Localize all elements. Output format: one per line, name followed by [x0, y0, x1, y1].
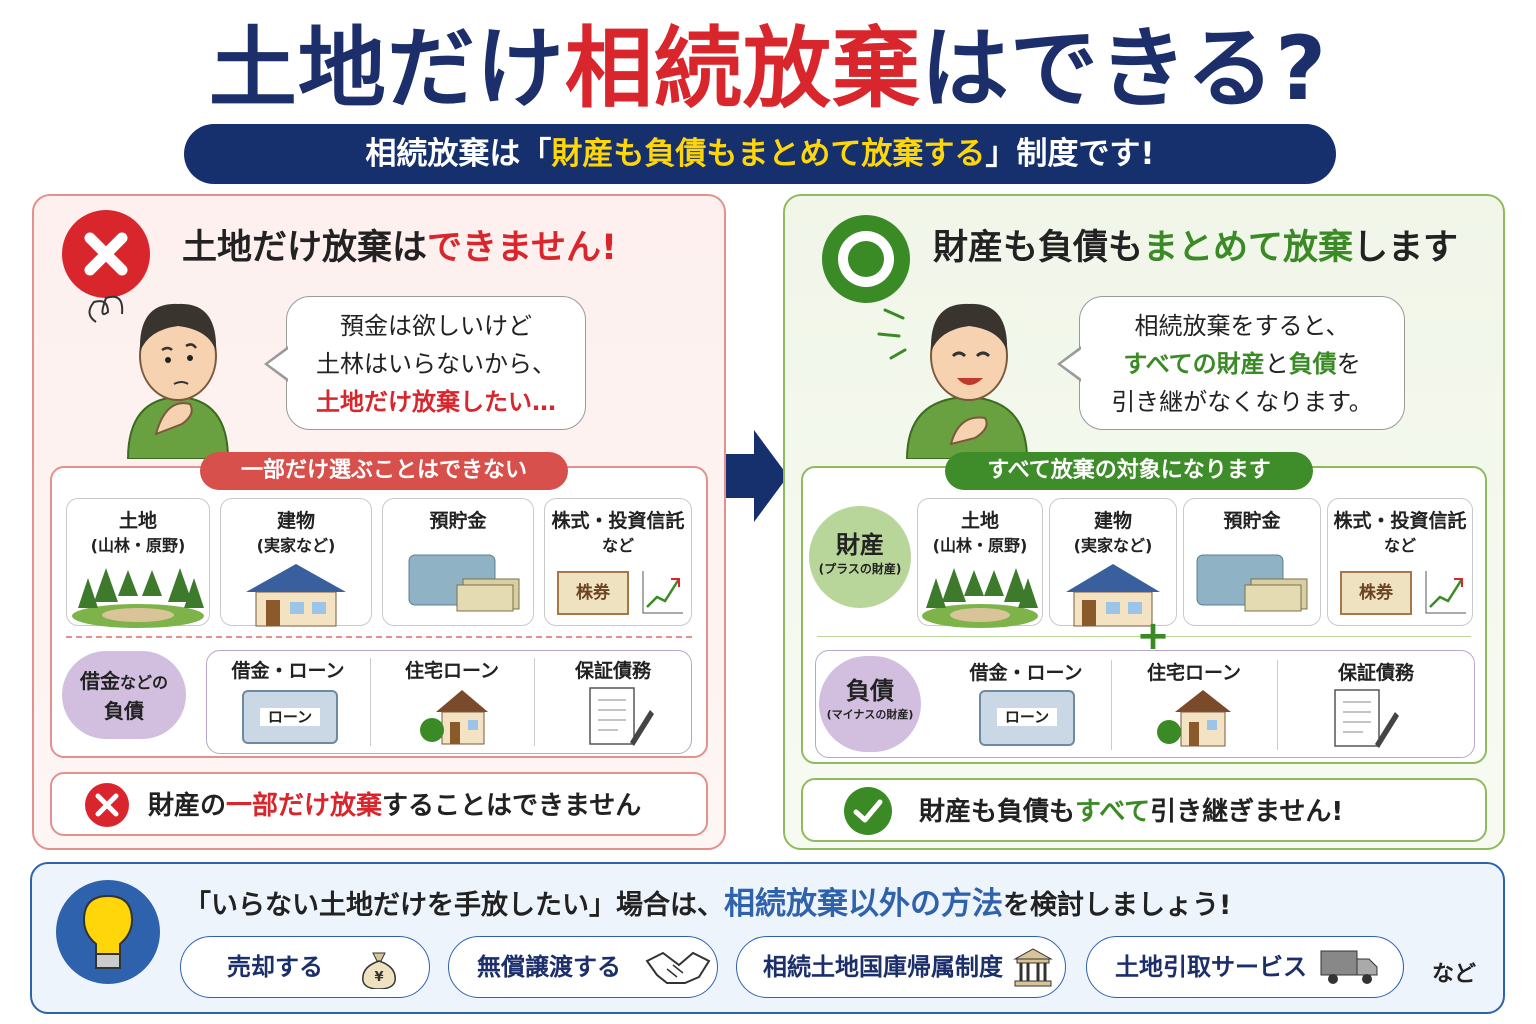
forest-icon [72, 568, 204, 628]
document-pen-icon [1334, 689, 1399, 748]
house-icon [246, 564, 346, 627]
stock-certificate: 株券 [557, 571, 629, 615]
mortgage-house-icon [420, 690, 488, 745]
divider [66, 636, 692, 638]
check-circle-icon [844, 787, 892, 835]
right-pill: すべて放棄の対象になります [945, 452, 1313, 490]
forest-icon [922, 568, 1038, 628]
subtitle-banner: 相続放棄は「財産も負債もまとめて放棄する」制度です! [184, 124, 1336, 184]
cross-icon [62, 210, 150, 298]
document-pen-icon [589, 687, 654, 746]
smiling-man-illustration [877, 303, 1029, 459]
handshake-icon [645, 951, 711, 984]
debt-label-circle: 負債 (マイナスの財産) [819, 656, 921, 752]
debt-guarantee-label: 保証債務 [574, 660, 651, 682]
option-free-transfer[interactable]: 無償譲渡する [448, 936, 718, 998]
loan-card-icon: ローン [242, 690, 338, 744]
right-speech-bubble: 相続放棄をすると、 すべての財産と負債を 引き継がなくなります。 [1079, 296, 1405, 430]
page-title: 土地だけ相続放棄はできる? [208, 17, 1328, 120]
left-heading: 土地だけ放棄はできません! [182, 228, 617, 268]
bankcard-cash-icon [408, 554, 520, 612]
debt-mortgage-label: 住宅ローン [404, 660, 500, 682]
stock-certificate: 株券 [1340, 571, 1412, 615]
svg-text:¥: ¥ [374, 970, 383, 985]
right-heading: 財産も負債もまとめて放棄します [933, 228, 1459, 268]
etc-label: など [1432, 962, 1477, 987]
asset-card-land: 土地(山林・原野) [66, 498, 210, 628]
debt-guarantee-label: 保証債務 [1337, 662, 1414, 684]
right-result-bar: 財産も負債もすべて引き継ぎません! [801, 778, 1487, 842]
bottom-tip-panel: 「いらない土地だけを手放したい」場合は、相続放棄以外の方法を検討しましょう! 売… [30, 862, 1505, 1014]
worried-man-illustration [88, 295, 230, 459]
house-icon [1066, 564, 1160, 627]
asset-card-stocks: 株式・投資信託など 株券 [1327, 498, 1473, 626]
asset-card-building: 建物(実家など) [220, 498, 372, 627]
option-sell[interactable]: 売却する ¥ [180, 936, 430, 998]
money-bag-icon: ¥ [362, 952, 396, 989]
circle-ok-icon [822, 215, 910, 303]
asset-card-land: 土地(山林・原野) [917, 498, 1043, 628]
bottom-message: 「いらない土地だけを手放したい」場合は、相続放棄以外の方法を検討しましょう! [184, 886, 1232, 922]
option-national-treasury[interactable]: 相続土地国庫帰属制度 [736, 936, 1066, 998]
asset-card-savings: 預貯金 [1183, 498, 1321, 626]
chart-up-icon [1425, 571, 1466, 614]
asset-card-stocks: 株式・投資信託など 株券 [544, 498, 692, 626]
asset-card-savings: 預貯金 [382, 498, 534, 626]
bankcard-cash-icon [1196, 554, 1308, 612]
mortgage-house-icon [1157, 690, 1231, 747]
loan-card-icon: ローン [979, 690, 1075, 746]
government-building-icon [1013, 948, 1053, 987]
chart-up-icon [642, 571, 683, 614]
left-pill: 一部だけ選ぶことはできない [200, 452, 568, 490]
debt-loan-label: 借金・ローン [969, 662, 1083, 684]
truck-icon [1320, 950, 1378, 984]
divider [817, 636, 1471, 637]
debt-label-circle: 借金などの負債 [62, 651, 186, 739]
left-result-bar: 財産の一部だけ放棄することはできません [50, 772, 708, 836]
cross-circle-icon [85, 783, 129, 827]
option-land-buyback-service[interactable]: 土地引取サービス [1086, 936, 1404, 998]
left-panel: 土地だけ放棄はできません! 預金は欲しいけど 土林はいらないから、 土地だけ放棄… [32, 194, 726, 850]
arrow-right-icon [726, 430, 788, 522]
asset-label-circle: 財産 (プラスの財産) [809, 506, 911, 608]
asset-card-building: 建物(実家など) [1049, 498, 1177, 627]
debt-mortgage-label: 住宅ローン [1146, 662, 1242, 684]
debt-loan-label: 借金・ローン [231, 660, 345, 682]
left-speech-bubble: 預金は欲しいけど 土林はいらないから、 土地だけ放棄したい… [286, 296, 586, 430]
lightbulb-icon [56, 880, 160, 984]
right-panel: 財産も負債もまとめて放棄します 相続放棄をすると、 すべての財産と負債を 引き継… [783, 194, 1505, 850]
